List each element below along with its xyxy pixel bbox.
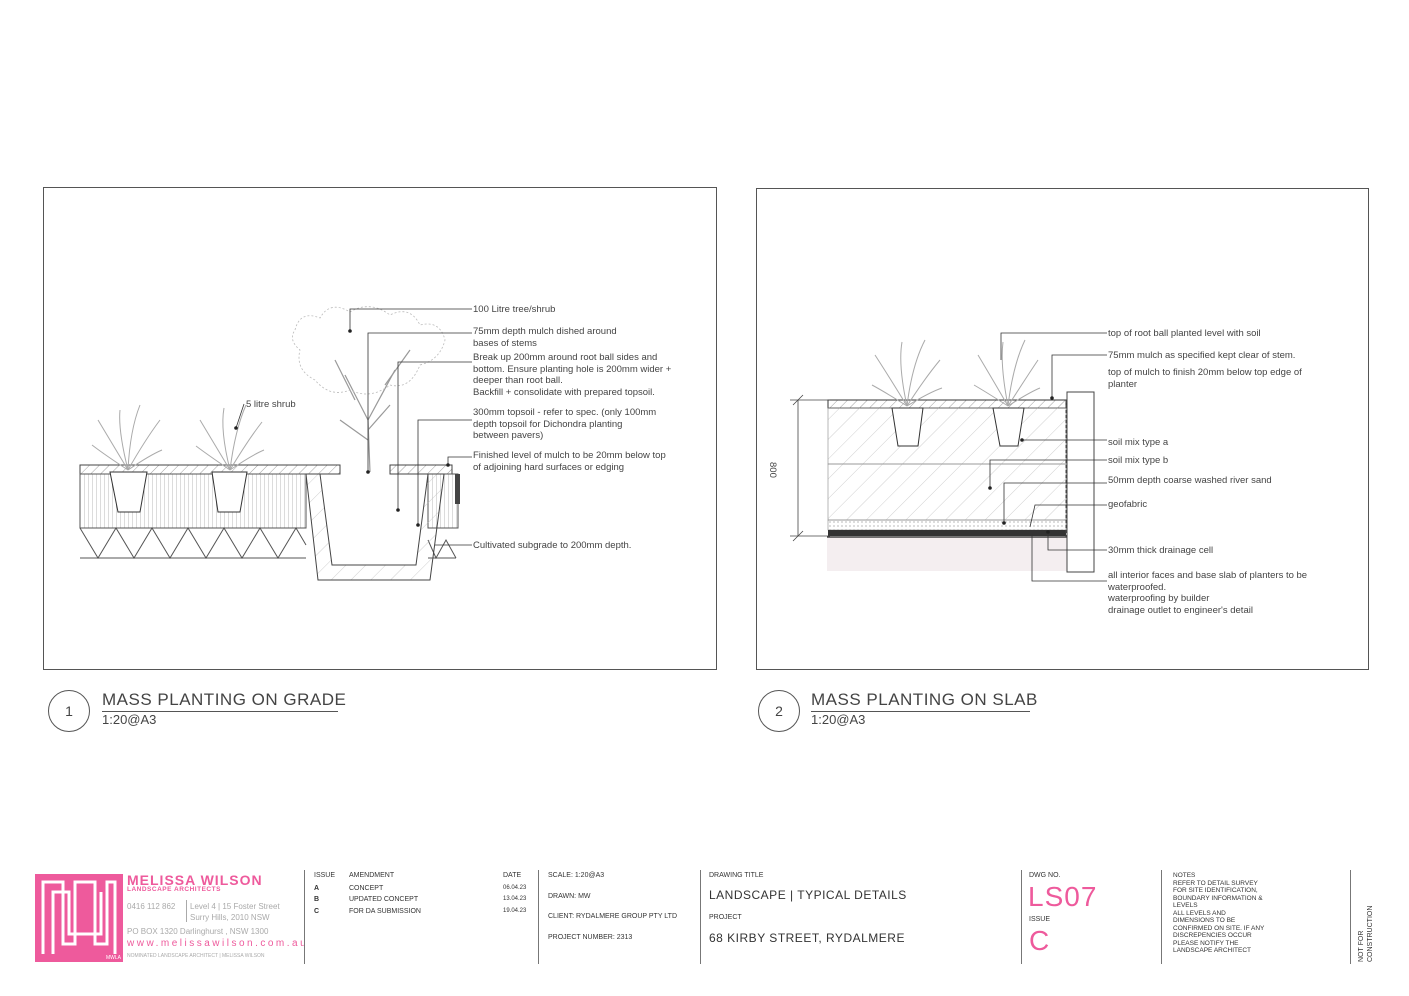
issue-value: C — [1029, 925, 1050, 956]
detail-2-number: 2 — [758, 690, 800, 732]
brand-name: MELISSA WILSON — [127, 872, 263, 888]
shrub-foliage — [91, 404, 265, 471]
tree-canopy — [292, 306, 446, 395]
website[interactable]: www.melissawilson.com.au — [127, 938, 309, 949]
date-a: 06.04.23 — [503, 885, 527, 891]
soil-mix-b — [827, 463, 1067, 521]
note-1-4: 300mm topsoil - refer to spec. (only 100… — [473, 407, 657, 441]
issue-header: ISSUE — [314, 872, 336, 879]
amendment-a: CONCEPT — [349, 885, 384, 892]
drawing-title: LANDSCAPE | TYPICAL DETAILS — [709, 888, 907, 902]
client: CLIENT: RYDALMERE GROUP PTY LTD — [548, 913, 678, 920]
note-2-4: soil mix type a — [1108, 437, 1169, 448]
detail-1-scale: 1:20@A3 — [102, 712, 157, 727]
note-1-1: 100 Litre tree/shrub — [473, 304, 556, 315]
phone: 0416 112 862 — [127, 902, 176, 911]
note-2-5: soil mix type b — [1108, 455, 1169, 466]
date-b: 13.04.23 — [503, 896, 527, 902]
shrub-pot-1 — [109, 471, 148, 513]
scale-info: SCALE: 1:20@A3 — [548, 872, 605, 879]
note-2-1: top of root ball planted level with soil — [1108, 328, 1261, 339]
address-line-1: Level 4 | 15 Foster Street — [190, 902, 280, 911]
nominated-architect: NOMINATED LANDSCAPE ARCHITECT | MELISSA … — [127, 953, 265, 959]
dwg-no: LS07 — [1028, 881, 1098, 912]
note-shrub: 5 litre shrub — [246, 399, 296, 410]
drainage-cell — [828, 530, 1066, 536]
detail-2-title: MASS PLANTING ON SLAB — [811, 690, 1037, 712]
issue-label: ISSUE — [1029, 916, 1051, 923]
project-label: PROJECT — [709, 914, 742, 921]
note-2-7: geofabric — [1108, 499, 1148, 510]
po-box: PO BOX 1320 Darlinghurst , NSW 1300 — [127, 927, 269, 936]
drawing-title-label: DRAWING TITLE — [709, 872, 764, 879]
issue-a: A — [314, 885, 320, 892]
slab-pot-2 — [992, 407, 1025, 447]
note-2-3: top of mulch to finish 20mm below top ed… — [1108, 367, 1302, 390]
brand-subtitle: LANDSCAPE ARCHITECTS — [127, 886, 221, 893]
note-1-6: Cultivated subgrade to 200mm depth. — [473, 540, 632, 551]
drawn-by: DRAWN: MW — [548, 893, 591, 900]
planter-wall — [1066, 391, 1095, 573]
dimension-800 — [790, 394, 830, 542]
status-stamp: NOT FOR CONSTRUCTION — [1358, 905, 1374, 962]
address-line-2: Surry Hills, 2010 NSW — [190, 913, 270, 922]
amendment-b: UPDATED CONCEPT — [349, 896, 419, 903]
note-1-5: Finished level of mulch to be 20mm below… — [473, 450, 666, 473]
date-header: DATE — [503, 872, 522, 879]
detail-2-scale: 1:20@A3 — [811, 712, 866, 727]
note-1-3: Break up 200mm around root ball sides an… — [473, 352, 672, 398]
drawing-notes: NOTES REFER TO DETAIL SURVEY FOR SITE ID… — [1173, 872, 1265, 954]
slab-foliage — [871, 339, 1041, 407]
slab-pot-1 — [891, 407, 924, 447]
note-2-6: 50mm depth coarse washed river sand — [1108, 475, 1272, 486]
note-2-9: all interior faces and base slab of plan… — [1108, 570, 1308, 616]
project-address: 68 KIRBY STREET, RYDALMERE — [709, 931, 905, 945]
amendment-header: AMENDMENT — [349, 872, 395, 879]
slab-mulch — [827, 399, 1067, 409]
mulch-layer-right — [389, 464, 453, 475]
dwg-no-label: DWG NO. — [1029, 872, 1061, 879]
logo-mark-text: MWLA — [106, 955, 121, 961]
shrub-pot-2 — [211, 471, 248, 513]
detail-1-leaders — [235, 308, 472, 546]
date-c: 19.04.23 — [503, 908, 527, 914]
detail-1-title: MASS PLANTING ON GRADE — [102, 690, 346, 712]
dimension-label: 800 — [767, 462, 778, 478]
edging — [455, 474, 460, 504]
issue-c: C — [314, 908, 320, 915]
planting-pit — [305, 473, 445, 581]
detail-1-leader-dots — [234, 329, 450, 527]
detail-2-leader-dots — [988, 396, 1054, 534]
note-2-2: 75mm mulch as specified kept clear of st… — [1108, 350, 1296, 361]
company-logo — [35, 874, 123, 962]
detail-1-number: 1 — [48, 690, 90, 732]
slab-base — [827, 537, 1067, 571]
detail-2-leaders — [989, 332, 1107, 582]
soil-mix-a — [827, 407, 1067, 465]
detail-1-frame — [43, 187, 717, 670]
amendment-c: FOR DA SUBMISSION — [349, 908, 421, 915]
note-2-8: 30mm thick drainage cell — [1108, 545, 1214, 556]
issue-b: B — [314, 896, 320, 903]
detail-2-frame — [756, 188, 1369, 670]
note-1-2: 75mm depth mulch dished around bases of … — [473, 326, 617, 349]
project-number: PROJECT NUMBER: 2313 — [548, 934, 633, 941]
